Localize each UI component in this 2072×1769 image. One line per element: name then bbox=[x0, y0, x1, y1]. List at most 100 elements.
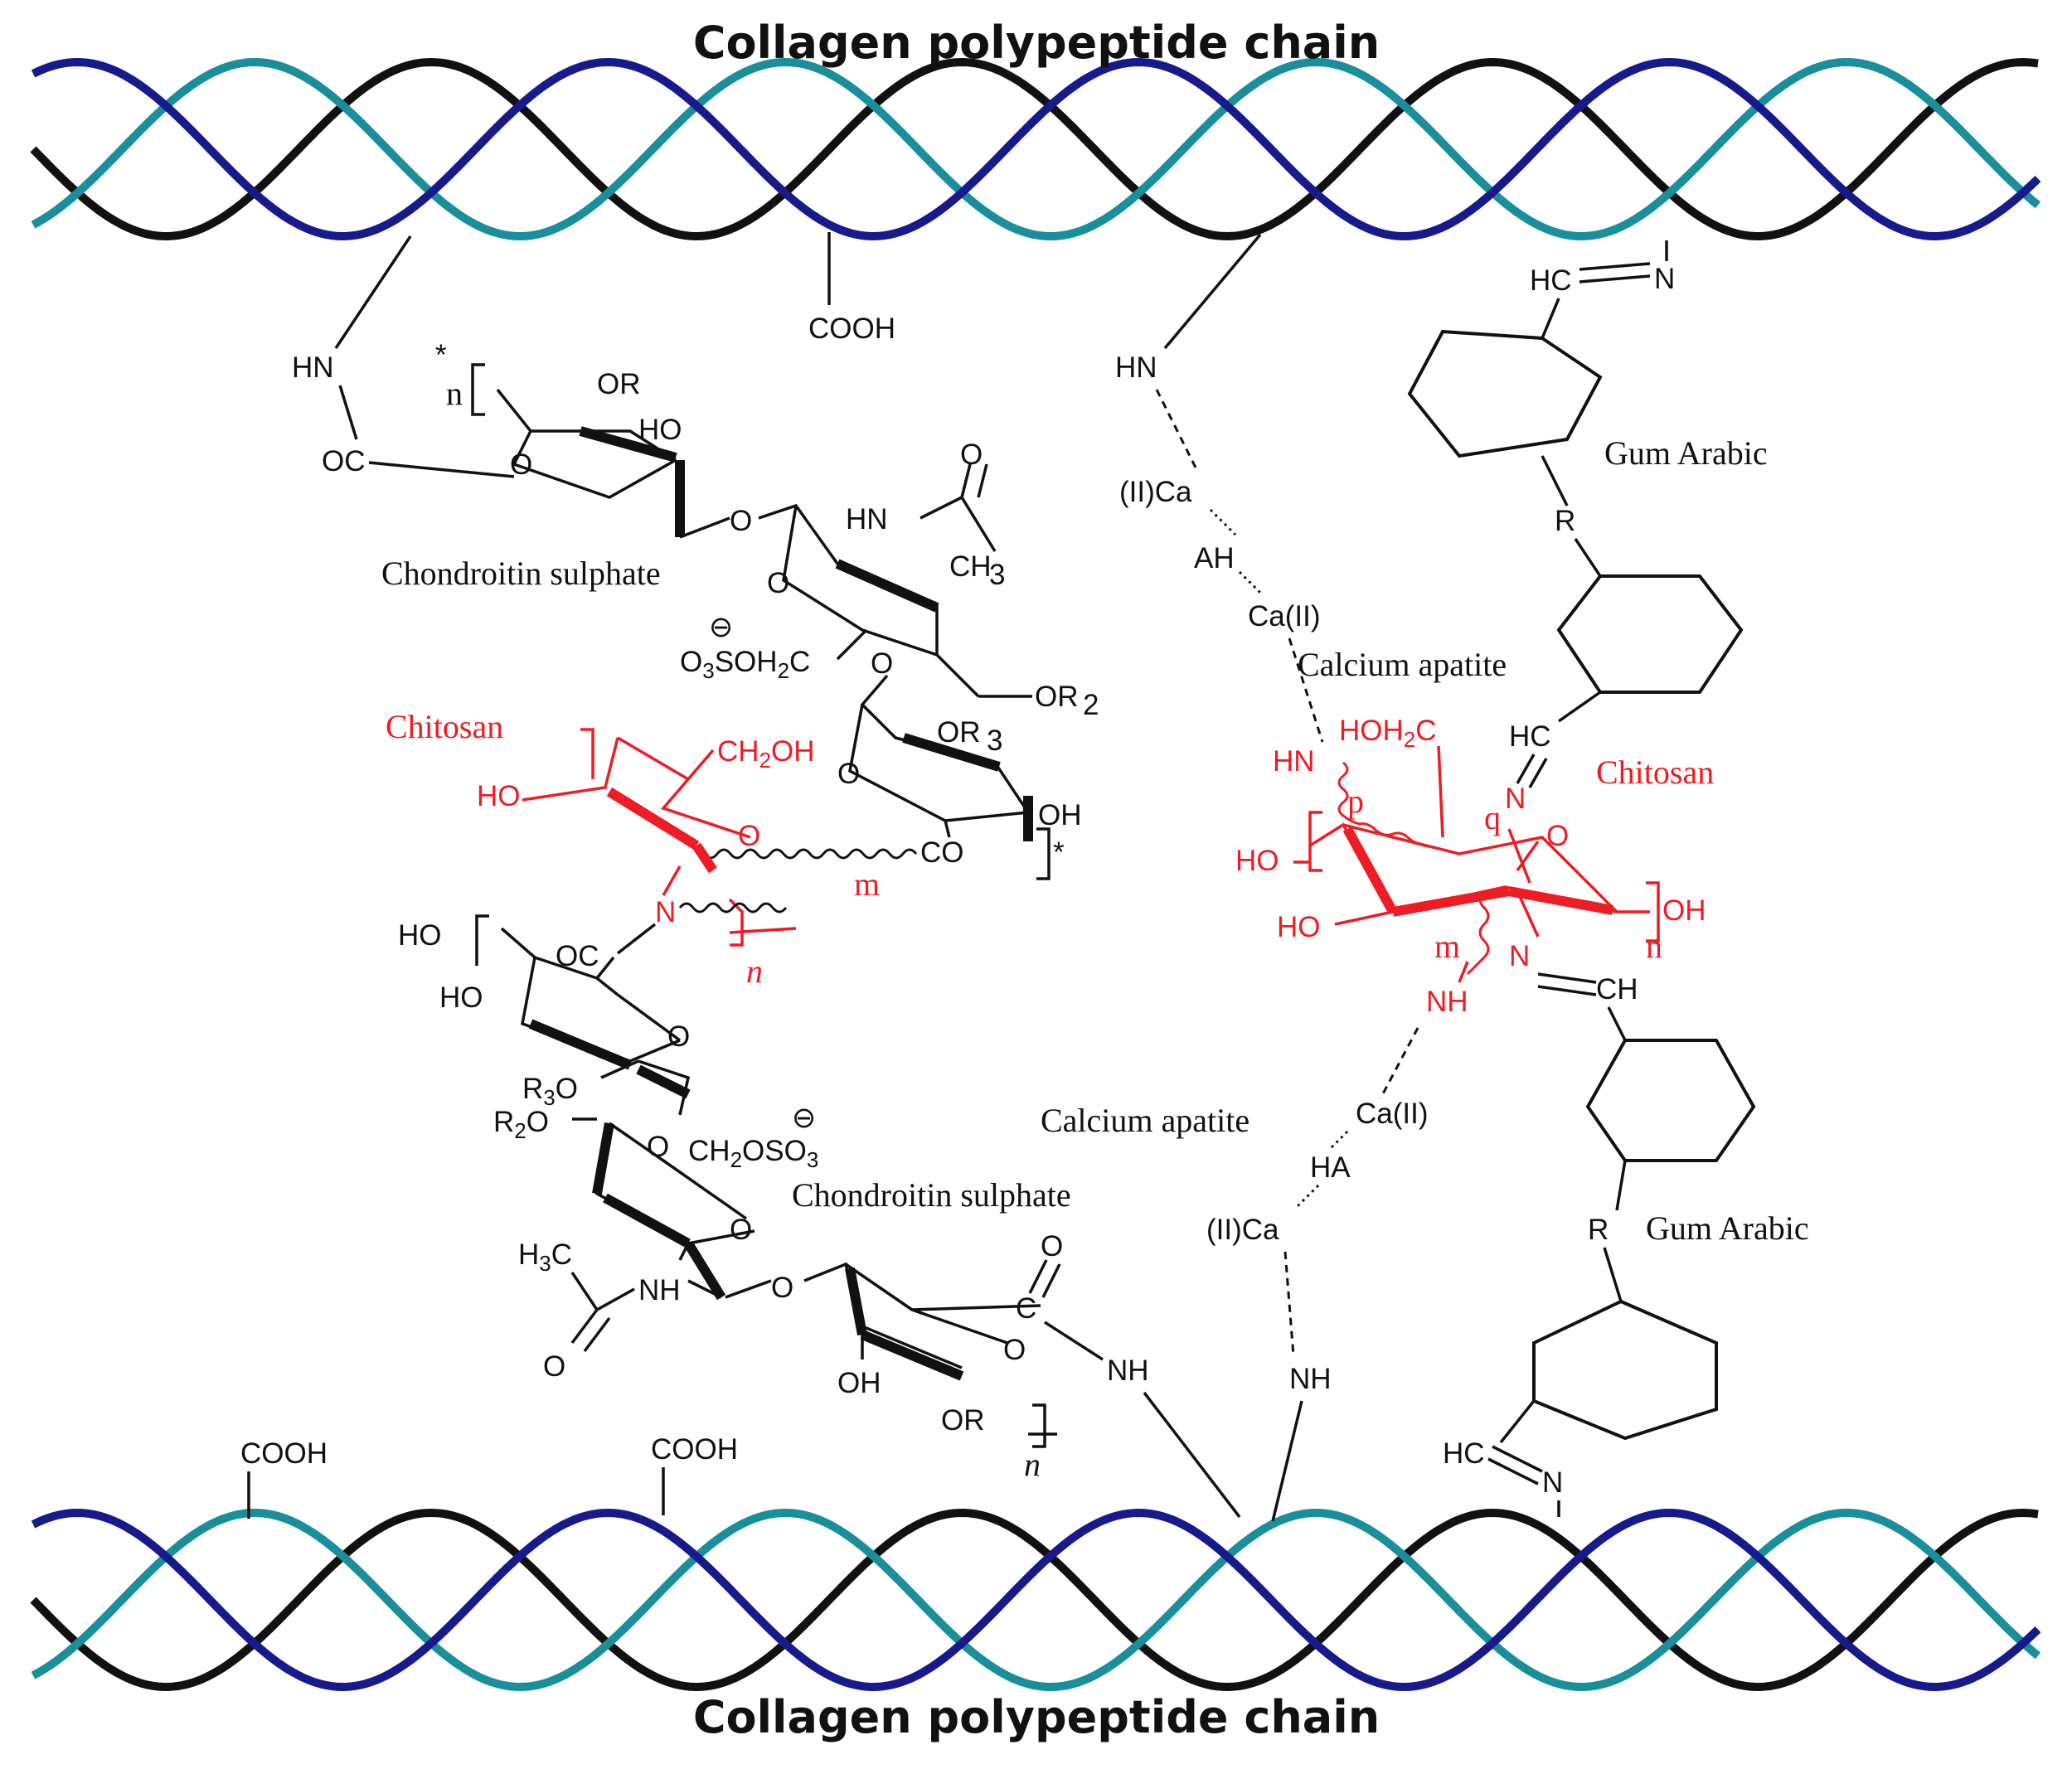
ch-imine-lower: CH bbox=[1596, 973, 1638, 1006]
collagen-helix-top bbox=[30, 57, 2041, 241]
ah: AH bbox=[1194, 542, 1235, 574]
cooh-top: COOH bbox=[808, 313, 895, 345]
o-ring-c: O bbox=[837, 758, 860, 790]
calcium-apatite-bridges: HN (II)Ca AH Ca(II) Calcium apatite Calc… bbox=[1041, 233, 1507, 1522]
gum-arabic-lower: Gum Arabic bbox=[1646, 1209, 1809, 1247]
cooh-bottom-1: COOH bbox=[240, 1437, 328, 1470]
left-crosslink-network: COOH HN OC * n OR HO O O Chondroitin sul… bbox=[240, 232, 1241, 1519]
chondroitin-lower: Chondroitin sulphate bbox=[792, 1176, 1071, 1214]
nh-acetyl: NH bbox=[638, 1274, 681, 1306]
helix-top-strand-black bbox=[30, 57, 2039, 241]
nh-bottom-1: NH bbox=[1107, 1355, 1149, 1387]
title-top: Collagen polypeptide chain bbox=[693, 17, 1380, 69]
svg-text:3: 3 bbox=[987, 725, 1002, 757]
o-carbonyl-c: O bbox=[1041, 1230, 1063, 1263]
ch2oso3: CH2OSO3 bbox=[688, 1135, 818, 1172]
r-upper: R bbox=[1555, 505, 1575, 537]
nh-red: NH bbox=[1426, 986, 1468, 1018]
ca-ii-4: (II)Ca bbox=[1206, 1214, 1279, 1246]
hn-left: HN bbox=[292, 351, 334, 384]
gum-arabic-upper: Gum Arabic bbox=[1604, 434, 1768, 472]
o-red: O bbox=[1546, 820, 1569, 852]
o-link-b-top: O bbox=[871, 647, 893, 680]
or3-c: OR bbox=[941, 1404, 985, 1437]
or2-a: OR bbox=[1035, 681, 1079, 713]
ch3-a: CH bbox=[949, 550, 992, 583]
oh-red: OH bbox=[1662, 894, 1706, 927]
hn-acetyl: HN bbox=[846, 503, 888, 536]
chitosan-left: Chitosan bbox=[386, 708, 503, 745]
nh-bottom-2: NH bbox=[1289, 1363, 1332, 1395]
or3-a: OR bbox=[597, 368, 641, 400]
o-ring-f: O bbox=[1003, 1334, 1026, 1366]
ho-red-2: HO bbox=[1277, 911, 1321, 943]
svg-text:3: 3 bbox=[989, 559, 1005, 591]
n-imine-lower: N bbox=[1509, 940, 1530, 972]
chitosan-right: Chitosan bbox=[1596, 754, 1714, 791]
helix-top-strand-teal bbox=[31, 57, 2041, 241]
hn-red: HN bbox=[1273, 745, 1315, 778]
title-bottom: Collagen polypeptide chain bbox=[693, 1691, 1380, 1743]
ho-chitosan: HO bbox=[477, 780, 521, 812]
o-link-c: O bbox=[771, 1272, 793, 1304]
helix-top-strand-navy bbox=[31, 57, 2041, 241]
o-ring-a: O bbox=[510, 448, 532, 481]
ho-a: HO bbox=[638, 414, 682, 446]
ca-ii-1: (II)Ca bbox=[1119, 476, 1192, 508]
calcium-apatite-upper: Calcium apatite bbox=[1298, 646, 1507, 683]
helix-bottom-strand-navy bbox=[31, 1508, 2041, 1692]
r2o: R2O bbox=[493, 1106, 549, 1143]
o3soh2c: O3SOH2C bbox=[680, 646, 810, 683]
n-imine-upper: N bbox=[1505, 783, 1526, 815]
hoh2c: HOH2C bbox=[1339, 715, 1437, 752]
hc-mid: HC bbox=[1509, 720, 1551, 753]
o-carbonyl-b: O bbox=[543, 1350, 565, 1383]
o-chitosan: O bbox=[738, 820, 760, 852]
r-lower: R bbox=[1588, 1214, 1609, 1246]
oc-left: OC bbox=[322, 445, 366, 477]
p-red: p bbox=[1347, 783, 1364, 820]
gum-arabic-network: N HC Gum Arabic R HC CH R Gum Arabic HC … bbox=[1407, 240, 1809, 1517]
r3o: R3O bbox=[522, 1073, 578, 1110]
c-amide: C bbox=[1016, 1292, 1036, 1325]
n-chitosan-sub: n bbox=[746, 952, 763, 990]
chondroitin-upper: Chondroitin sulphate bbox=[381, 555, 661, 592]
cooh-bottom-2: COOH bbox=[651, 1433, 738, 1466]
hc-bottom: HC bbox=[1443, 1437, 1485, 1470]
oh-b: OH bbox=[837, 1367, 881, 1399]
or3-b: OR bbox=[937, 716, 981, 749]
collagen-helix-bottom bbox=[30, 1508, 2041, 1692]
star-b: * bbox=[1053, 836, 1065, 869]
ho-red-1: HO bbox=[1235, 845, 1279, 877]
minus-b: ⊖ bbox=[792, 1102, 816, 1134]
helix-bottom-strand-teal bbox=[31, 1508, 2041, 1692]
o-carbonyl-a: O bbox=[960, 439, 983, 471]
hn-ca: HN bbox=[1115, 351, 1157, 384]
oh-a: OH bbox=[1038, 799, 1082, 831]
o-ring-d: O bbox=[667, 1020, 690, 1053]
n-top: n bbox=[446, 375, 463, 412]
minus-a: ⊖ bbox=[709, 611, 733, 643]
m-left: m bbox=[854, 865, 880, 903]
ho-b: HO bbox=[398, 919, 442, 952]
chitosan-right-unit: Chitosan HN HOH2C p q O HO HO OH n m NH … bbox=[1235, 715, 1714, 1018]
ca-ii-3: Ca(II) bbox=[1356, 1098, 1429, 1130]
n-bottom-imine: N bbox=[1542, 1466, 1563, 1499]
ch2oh-chitosan: CH2OH bbox=[717, 735, 815, 773]
svg-text:2: 2 bbox=[1083, 689, 1099, 721]
o-link-a: O bbox=[730, 505, 752, 537]
calcium-apatite-lower: Calcium apatite bbox=[1041, 1102, 1250, 1139]
h3c: H3C bbox=[518, 1238, 572, 1276]
m-red: m bbox=[1434, 928, 1460, 965]
n-red-sub: n bbox=[1646, 928, 1662, 965]
ho-c: HO bbox=[439, 981, 483, 1014]
co-a: CO bbox=[920, 836, 964, 869]
o-ring-e: O bbox=[730, 1214, 752, 1246]
n-bottom: n bbox=[1024, 1446, 1041, 1483]
n-top-imine: N bbox=[1654, 263, 1675, 295]
ca-ii-2: Ca(II) bbox=[1248, 600, 1321, 632]
q-red: q bbox=[1484, 799, 1501, 836]
helix-bottom-strand-black bbox=[30, 1508, 2039, 1692]
ha: HA bbox=[1310, 1151, 1351, 1184]
